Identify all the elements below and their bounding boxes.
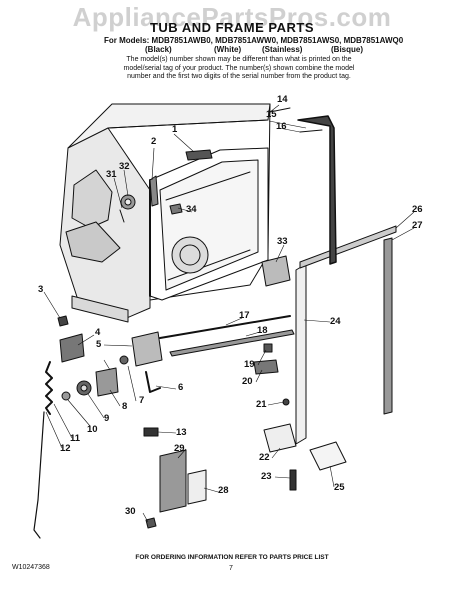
part-24 — [295, 263, 307, 445]
callout-28: 28 — [218, 485, 229, 496]
callout-19: 19 — [244, 359, 255, 370]
callout-22: 22 — [259, 452, 270, 463]
callout-5: 5 — [96, 339, 102, 350]
callout-23: 23 — [261, 471, 272, 482]
part-11 — [45, 361, 53, 415]
part-26 — [299, 225, 397, 269]
callout-26: 26 — [412, 204, 423, 215]
model-note: The model(s) number shown may be differe… — [123, 56, 355, 80]
part-34 — [169, 203, 183, 215]
callout-21: 21 — [256, 399, 267, 410]
callout-25: 25 — [334, 482, 345, 493]
part-28 — [187, 469, 207, 505]
callout-30: 30 — [125, 506, 136, 517]
finish-stainless: (Stainless) — [262, 45, 303, 54]
part-6 — [145, 371, 161, 393]
callout-14: 14 — [277, 94, 288, 105]
callout-20: 20 — [242, 376, 253, 387]
callout-11: 11 — [70, 433, 81, 444]
part-2 — [149, 175, 159, 207]
part-20 — [253, 359, 279, 375]
part-33 — [261, 255, 291, 287]
part-3 — [57, 315, 69, 327]
callout-33: 33 — [277, 236, 288, 247]
finish-white: (White) — [214, 45, 242, 54]
callout-24: 24 — [330, 316, 341, 327]
tub-shell — [59, 103, 271, 323]
part-17 — [159, 315, 291, 339]
part-10 — [61, 391, 71, 401]
part-19 — [263, 343, 273, 353]
callout-3: 3 — [38, 284, 44, 295]
callout-31: 31 — [106, 169, 117, 180]
callout-17: 17 — [239, 310, 250, 321]
part-29 — [159, 449, 187, 513]
model-list: For Models: MDB7851AWB0, MDB7851AWW0, MD… — [104, 36, 404, 45]
part-15 — [297, 115, 337, 265]
callout-10: 10 — [87, 424, 98, 435]
finish-black: (Black) — [145, 45, 172, 54]
callout-27: 27 — [412, 220, 423, 231]
ordering-info: FOR ORDERING INFORMATION REFER TO PARTS … — [135, 554, 329, 561]
callout-32: 32 — [119, 161, 130, 172]
part-14 — [269, 107, 291, 113]
part-8 — [95, 367, 119, 397]
part-13 — [143, 427, 159, 437]
tub-frame — [149, 147, 269, 301]
finish-bisque: (Bisque) — [331, 45, 363, 54]
part-5 — [131, 331, 163, 367]
callout-12: 12 — [60, 443, 71, 454]
part-22 — [263, 423, 297, 453]
document-number: W10247368 — [12, 564, 50, 571]
callout-16: 16 — [276, 121, 287, 132]
callout-4: 4 — [95, 327, 101, 338]
part-12 — [33, 411, 45, 539]
callout-6: 6 — [178, 382, 184, 393]
callout-1: 1 — [172, 124, 178, 135]
part-27 — [383, 237, 393, 415]
callout-2: 2 — [151, 136, 157, 147]
callout-34: 34 — [186, 204, 197, 215]
watermark: AppliancePartsPros.com — [72, 2, 392, 32]
callout-9: 9 — [104, 413, 110, 424]
callout-8: 8 — [122, 401, 128, 412]
callout-29: 29 — [174, 443, 185, 454]
part-23 — [289, 469, 297, 491]
callout-18: 18 — [257, 325, 268, 336]
part-7 — [119, 355, 129, 365]
part-18 — [169, 329, 295, 357]
part-31 — [119, 209, 125, 223]
part-25 — [309, 441, 347, 471]
callout-15: 15 — [266, 109, 277, 120]
callout-7: 7 — [139, 395, 145, 406]
page-number: 7 — [229, 565, 233, 572]
callout-13: 13 — [176, 427, 187, 438]
part-4 — [59, 333, 85, 363]
page-title: TUB AND FRAME PARTS — [149, 20, 315, 35]
part-16 — [299, 129, 323, 133]
part-30 — [145, 517, 157, 529]
part-1 — [185, 149, 213, 161]
